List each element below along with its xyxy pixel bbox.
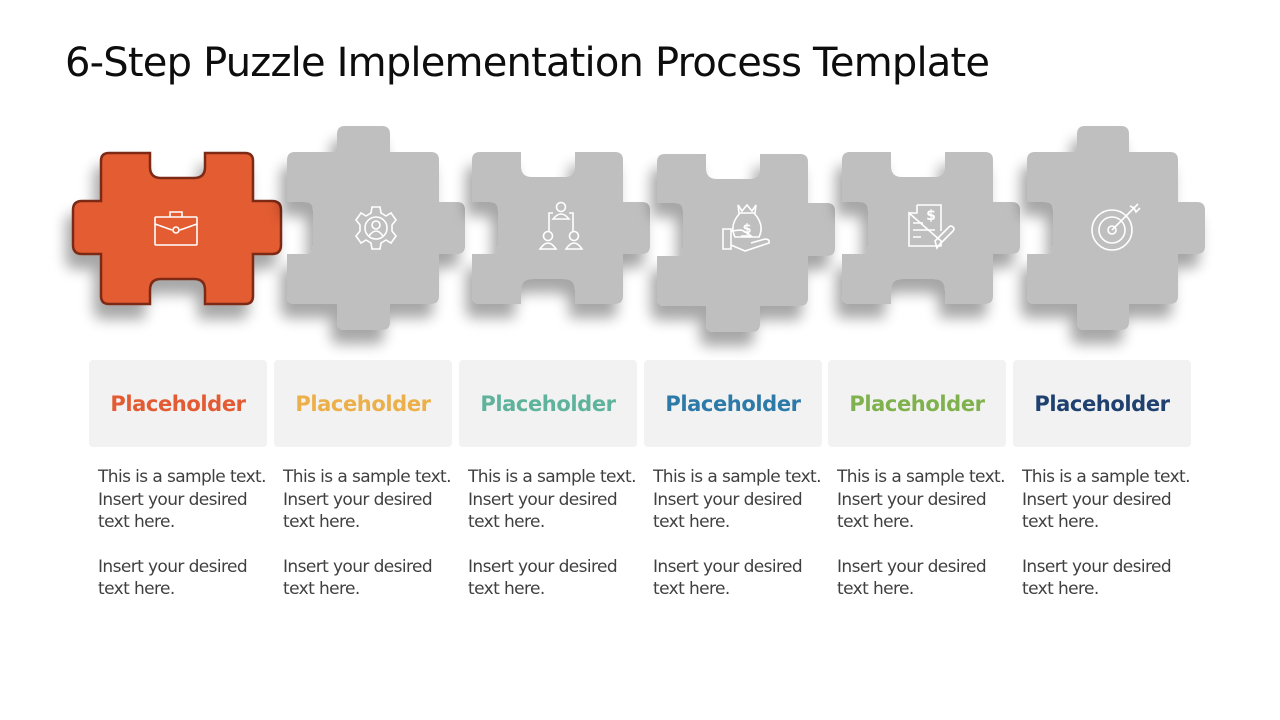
step-6-text-1: This is a sample text. Insert your desir… <box>1022 467 1191 532</box>
puzzle-row: $ $ <box>71 126 1205 332</box>
puzzle-shape <box>287 126 465 330</box>
step-5-card: Placeholder <box>828 360 1006 447</box>
svg-text:$: $ <box>926 208 936 224</box>
svg-text:$: $ <box>742 222 751 237</box>
puzzle-shape <box>472 152 650 304</box>
step-2-card: Placeholder <box>274 360 452 447</box>
step-3-text-1: This is a sample text. Insert your desir… <box>468 467 637 532</box>
step-1-text-2: Insert your desired text here. <box>98 556 248 600</box>
gear-person-icon <box>354 206 398 250</box>
org-chart-icon <box>538 201 584 250</box>
puzzle-shape <box>842 152 1020 304</box>
step-4-text-2: Insert your desired text here. <box>653 556 803 600</box>
step-2-text-2: Insert your desired text here. <box>283 556 433 600</box>
step-5-heading: Placeholder <box>849 391 985 416</box>
step-6-description: This is a sample text. Insert your desir… <box>1022 466 1192 623</box>
step-3-heading: Placeholder <box>480 391 616 416</box>
step-4-card: Placeholder <box>644 360 822 447</box>
step-6-card: Placeholder <box>1013 360 1191 447</box>
target-arrow-icon <box>1091 203 1141 251</box>
step-1-heading: Placeholder <box>110 391 246 416</box>
step-5-text-2: Insert your desired text here. <box>837 556 987 600</box>
step-1-description: This is a sample text. Insert your desir… <box>98 466 268 623</box>
step-6-text-2: Insert your desired text here. <box>1022 556 1172 600</box>
step-3-card: Placeholder <box>459 360 637 447</box>
step-1-card: Placeholder <box>89 360 267 447</box>
step-2-heading: Placeholder <box>295 391 431 416</box>
step-6-heading: Placeholder <box>1034 391 1170 416</box>
step-5-description: This is a sample text. Insert your desir… <box>837 466 1007 623</box>
step-3-text-2: Insert your desired text here. <box>468 556 618 600</box>
step-2-text-1: This is a sample text. Insert your desir… <box>283 467 452 532</box>
step-2-description: This is a sample text. Insert your desir… <box>283 466 453 623</box>
step-5-text-1: This is a sample text. Insert your desir… <box>837 467 1006 532</box>
puzzle-shape <box>1027 126 1205 330</box>
step-4-text-1: This is a sample text. Insert your desir… <box>653 467 822 532</box>
briefcase-icon <box>154 211 198 246</box>
slide-title: 6-Step Puzzle Implementation Process Tem… <box>65 40 990 86</box>
money-bag-hand-icon: $ <box>722 203 770 252</box>
step-3-description: This is a sample text. Insert your desir… <box>468 466 638 623</box>
invoice-pen-icon: $ <box>908 204 955 250</box>
puzzle-shape <box>657 154 835 332</box>
step-1-text-1: This is a sample text. Insert your desir… <box>98 467 267 532</box>
puzzle-shape <box>71 151 283 306</box>
step-4-description: This is a sample text. Insert your desir… <box>653 466 823 623</box>
step-4-heading: Placeholder <box>665 391 801 416</box>
